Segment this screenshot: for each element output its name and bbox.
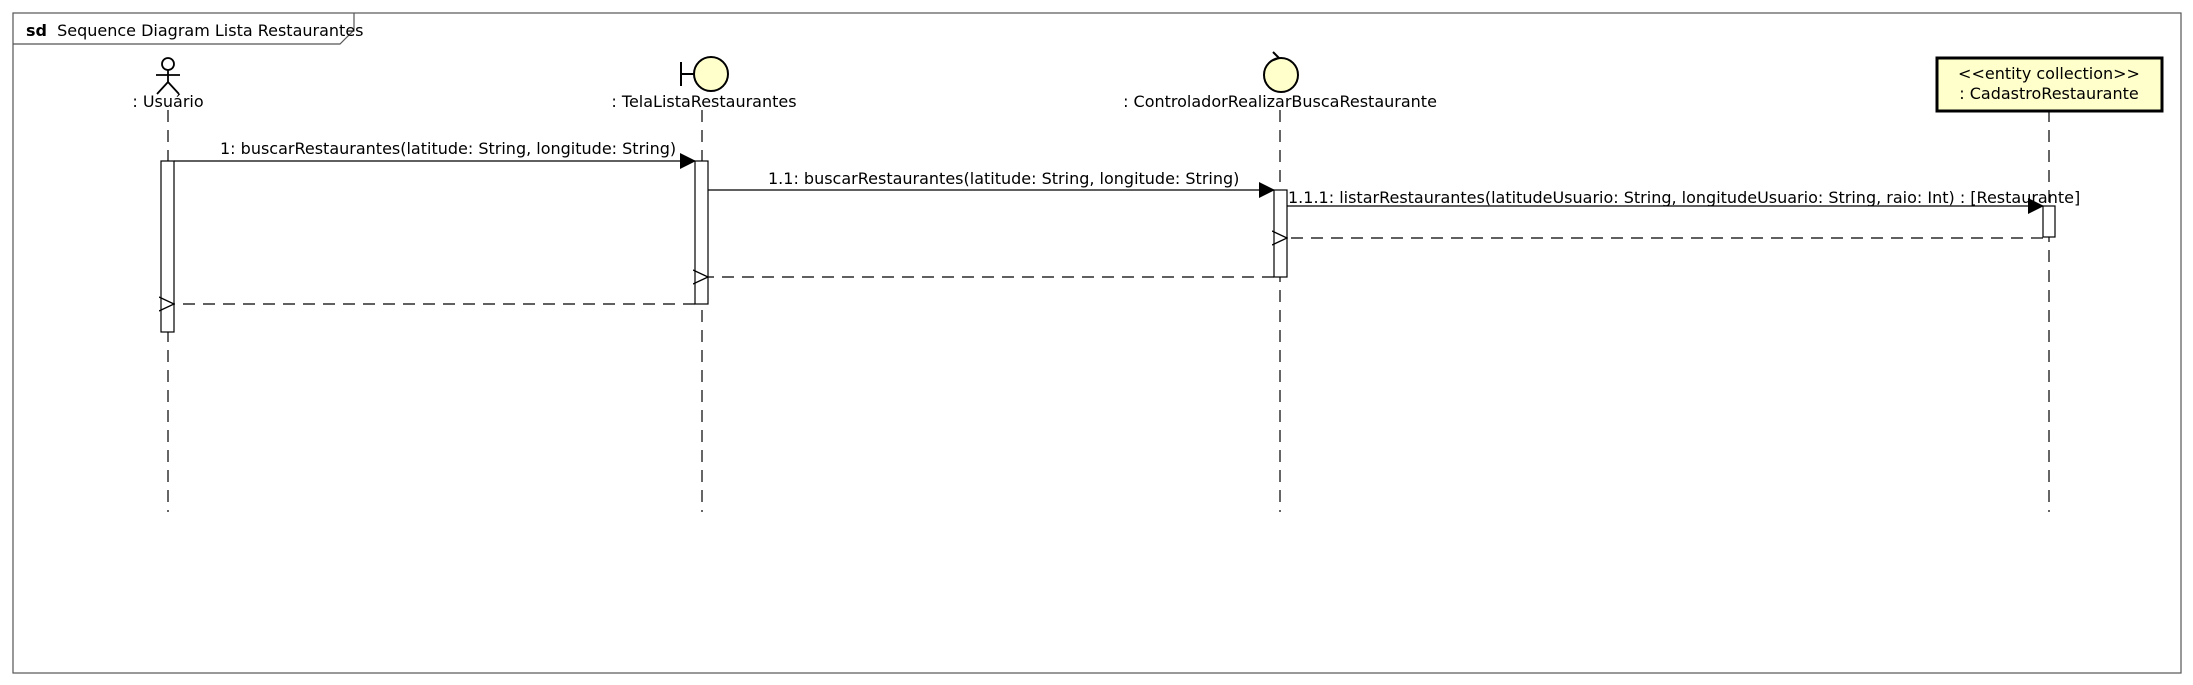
frame-title: sd Sequence Diagram Lista Restaurantes (26, 21, 364, 40)
frame-keyword: sd (26, 21, 47, 40)
participant-label: : TelaListaRestaurantes (611, 92, 796, 111)
diagram-frame (12, 12, 2182, 674)
message-label: 1: buscarRestaurantes(latitude: String, … (220, 139, 676, 158)
message-label: 1.1: buscarRestaurantes(latitude: String… (768, 169, 1239, 188)
participant-label: : ControladorRealizarBuscaRestaurante (1123, 92, 1437, 111)
message-1: 1: buscarRestaurantes(latitude: String, … (174, 139, 696, 169)
frame-title-text: Sequence Diagram Lista Restaurantes (57, 21, 363, 40)
activation-bar (694, 160, 709, 305)
participant-controlador: : ControladorRealizarBuscaRestaurante (1123, 51, 1437, 111)
participant-cadastro: <<entity collection>> : CadastroRestaura… (1935, 56, 2164, 113)
participant-stereotype: <<entity collection>> (1958, 64, 2140, 83)
participant-box (1935, 56, 2164, 113)
activation-bar (2042, 205, 2056, 238)
participant-usuario: : Usuário (132, 57, 204, 111)
boundary-icon (680, 56, 729, 92)
participant-label: : Usuário (132, 92, 203, 111)
stick-figure-icon (156, 57, 180, 95)
activation-bar (1273, 189, 1288, 278)
message-label: 1.1.1: listarRestaurantes(latitudeUsuari… (1288, 188, 2080, 207)
activation-bar (160, 160, 175, 333)
control-icon (1263, 51, 1299, 93)
frame-title-tab (13, 13, 355, 45)
participant-tela: : TelaListaRestaurantes (611, 56, 797, 111)
message-1-1-1: 1.1.1: listarRestaurantes(latitudeUsuari… (1287, 188, 2080, 214)
participant-label: : CadastroRestaurante (1959, 84, 2138, 103)
message-1-1: 1.1: buscarRestaurantes(latitude: String… (708, 169, 1275, 198)
